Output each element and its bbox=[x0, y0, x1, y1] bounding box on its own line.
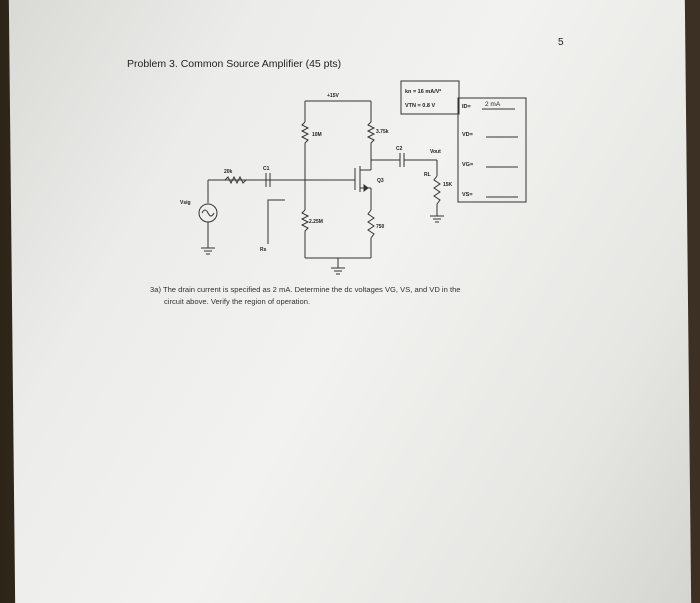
page-number: 5 bbox=[558, 37, 564, 48]
rs-indicator bbox=[267, 199, 285, 244]
vg-label: VG= bbox=[462, 162, 473, 168]
load-value-label: 15K bbox=[443, 182, 453, 188]
problem-title: Problem 3. Common Source Amplifier (45 p… bbox=[127, 58, 342, 70]
r-bottom-label: 2.25M bbox=[309, 219, 323, 225]
r-top-label: 10M bbox=[312, 132, 322, 138]
c2-label: C2 bbox=[396, 146, 403, 152]
params-box bbox=[400, 80, 460, 115]
resistor-750 bbox=[367, 209, 375, 239]
rs-label: Rs bbox=[260, 247, 267, 253]
resistor-10m bbox=[300, 121, 310, 144]
resistor-3-75k bbox=[366, 121, 376, 144]
question-text: 3a) The drain current is specified as 2 … bbox=[150, 284, 570, 308]
r-in-label: 20k bbox=[224, 169, 233, 175]
vsig-label: Vsig bbox=[180, 200, 191, 206]
r-source-label: 750 bbox=[376, 224, 385, 230]
id-label: ID= bbox=[462, 104, 471, 110]
resistor-load bbox=[433, 175, 441, 205]
resistor-2-25m bbox=[300, 209, 310, 232]
vtn-param: VTN = 0.8 V bbox=[405, 103, 435, 109]
rl-label: RL bbox=[424, 172, 431, 178]
vd-label: VD= bbox=[462, 132, 473, 138]
answers-box bbox=[457, 97, 527, 203]
r-drain-label: 3.75k bbox=[376, 129, 389, 135]
question-line-1: 3a) The drain current is specified as 2 … bbox=[150, 285, 461, 294]
kn-param: kn = 16 mA/V² bbox=[405, 88, 441, 95]
resistor-20k bbox=[224, 175, 247, 185]
transistor-label: Q3 bbox=[377, 178, 384, 184]
supply-label: +15V bbox=[327, 93, 339, 99]
id-value: 2 mA bbox=[485, 101, 501, 108]
c1-label: C1 bbox=[263, 166, 270, 172]
vout-label: Vout bbox=[430, 149, 441, 155]
question-line-2: circuit above. Verify the region of oper… bbox=[164, 297, 311, 306]
vs-label: VS= bbox=[462, 192, 473, 198]
